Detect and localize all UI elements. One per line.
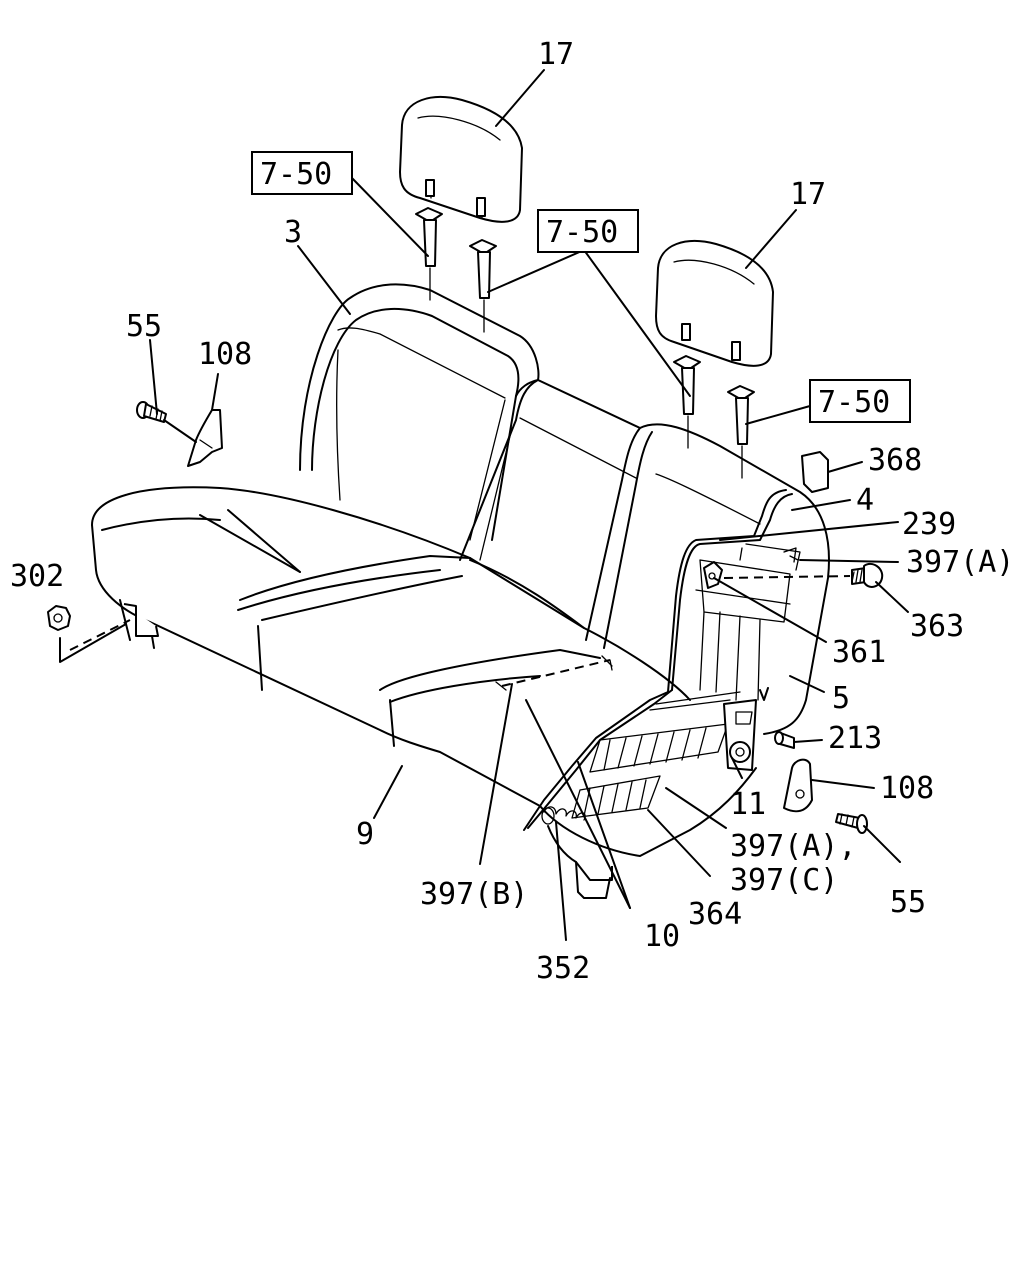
label-clip-397a-bottom: 397(A), — [730, 829, 856, 864]
label-clip-397b: 397(B) — [420, 877, 528, 912]
headrest-right — [655, 240, 774, 367]
label-part-239: 239 — [902, 507, 956, 542]
ref-box-7-50-c — [809, 379, 911, 423]
pin-213 — [774, 731, 795, 749]
screw-55-left — [136, 401, 167, 423]
headrest-guide-left-2 — [469, 239, 497, 333]
label-part-213: 213 — [828, 721, 882, 756]
nut-302 — [47, 605, 71, 631]
label-clip-397c: 397(C) — [730, 863, 838, 898]
label-nut: 302 — [10, 559, 64, 594]
headrest-guide-left-1 — [415, 207, 443, 301]
label-ref-7-50-c: 7-50 — [818, 385, 890, 420]
label-ref-7-50-a: 7-50 — [260, 157, 332, 192]
label-frame-4: 4 — [856, 483, 874, 518]
cover-108-right — [783, 758, 813, 813]
part-labels: 17 17 7-50 7-50 7-50 3 55 108 302 368 4 … — [10, 37, 1014, 986]
seatback-frame — [667, 489, 801, 701]
clip-361 — [703, 561, 723, 589]
bolt-363 — [851, 562, 884, 588]
label-clip-397a-top: 397(A) — [906, 545, 1014, 580]
label-screw-right: 55 — [890, 885, 926, 920]
headrest-left — [399, 96, 523, 223]
label-screw-left: 55 — [126, 309, 162, 344]
label-headrest-left: 17 — [538, 37, 574, 72]
seat-spring-frame — [523, 689, 741, 831]
headrest-guide-right-1 — [673, 355, 701, 449]
clip-397a-top — [783, 547, 799, 563]
ref-box-7-50-b — [537, 209, 639, 253]
label-part-10: 10 — [644, 919, 680, 954]
label-frame-5: 5 — [832, 681, 850, 716]
label-spring-352: 352 — [536, 951, 590, 986]
seat-trim-clip-dash — [495, 655, 613, 691]
label-cushion-9: 9 — [356, 817, 374, 852]
seat-cushion-9 — [91, 486, 757, 899]
cap-368 — [801, 451, 829, 493]
label-headrest-right: 17 — [790, 177, 826, 212]
leader-lines — [59, 69, 909, 941]
label-ref-7-50-b: 7-50 — [546, 215, 618, 250]
label-cover-right: 108 — [880, 771, 934, 806]
label-part-364: 364 — [688, 897, 742, 932]
screw-55-right — [835, 813, 868, 834]
label-cap: 368 — [868, 443, 922, 478]
label-bolt-363: 363 — [910, 609, 964, 644]
cover-108-left — [187, 409, 223, 467]
label-part-361: 361 — [832, 635, 886, 670]
ref-box-7-50-a — [251, 151, 353, 195]
label-part-11: 11 — [730, 787, 766, 822]
recliner-hinge-11 — [723, 687, 769, 771]
label-cover-left: 108 — [198, 337, 252, 372]
label-seatback: 3 — [284, 215, 302, 250]
headrest-guide-right-2 — [727, 385, 755, 479]
seatback-assembly — [299, 283, 830, 735]
